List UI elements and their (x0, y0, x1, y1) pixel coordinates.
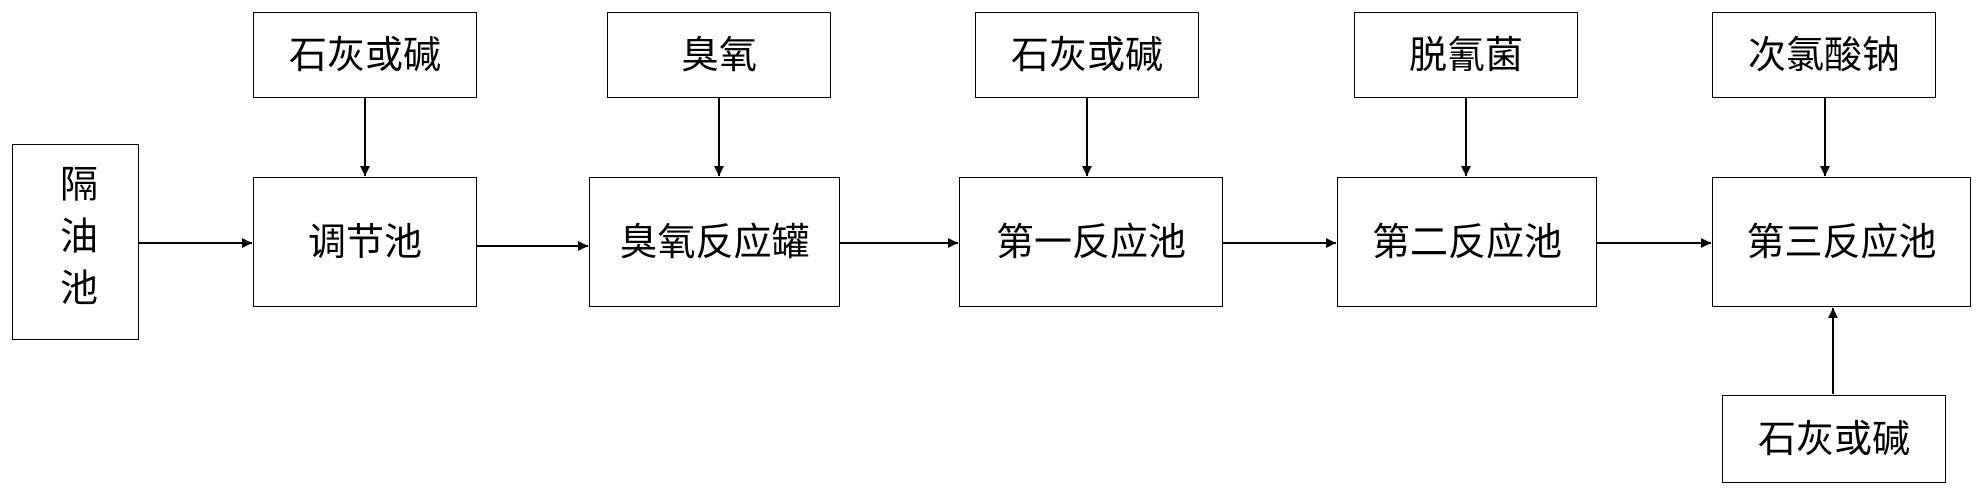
reagent-label-step1: 石灰或碱 (288, 33, 441, 77)
reagent-box-bottom-step5: 石灰或碱 (1722, 395, 1946, 483)
process-box-step4: 第二反应池 (1337, 177, 1597, 307)
reagent-box-step5: 次氯酸钠 (1712, 12, 1936, 98)
reagent-label-step5: 次氯酸钠 (1747, 33, 1900, 77)
reagent-label-bottom-step5: 石灰或碱 (1757, 417, 1910, 461)
process-box-step1: 调节池 (253, 177, 477, 307)
process-label-step5: 第三反应池 (1746, 220, 1937, 264)
process-label-step2: 臭氧反应罐 (619, 220, 810, 264)
reagent-box-step4: 脱氰菌 (1354, 12, 1578, 98)
process-box-step2: 臭氧反应罐 (589, 177, 840, 307)
process-box-step3: 第一反应池 (959, 177, 1223, 307)
process-label-step3: 第一反应池 (995, 220, 1186, 264)
reagent-label-step2: 臭氧 (680, 33, 757, 77)
reagent-box-step3: 石灰或碱 (975, 12, 1199, 98)
reagent-box-step1: 石灰或碱 (253, 12, 477, 98)
process-label-step1: 调节池 (307, 220, 422, 264)
process-label-step4: 第二反应池 (1371, 220, 1562, 264)
oil-separation-tank-label: 隔油池 (53, 164, 98, 320)
reagent-label-step4: 脱氰菌 (1408, 33, 1523, 77)
reagent-box-step2: 臭氧 (607, 12, 831, 98)
process-box-step5: 第三反应池 (1712, 177, 1971, 307)
oil-separation-tank-box: 隔油池 (12, 144, 139, 340)
reagent-label-step3: 石灰或碱 (1010, 33, 1163, 77)
